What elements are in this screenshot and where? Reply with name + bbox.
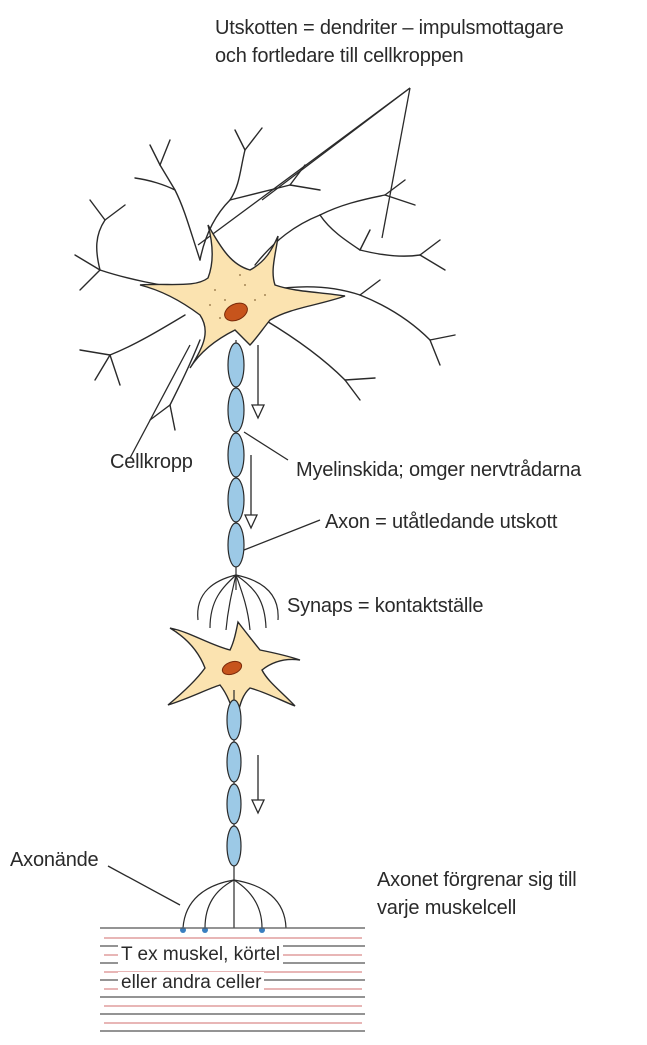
cellkropp-pointer-line	[130, 345, 190, 458]
branching-caption-line1: Axonet förgrenar sig till	[377, 868, 577, 892]
synapse-label: Synaps = kontaktställe	[287, 594, 483, 618]
axon-lower	[227, 690, 241, 880]
dendrites-caption-line2: och fortledare till cellkroppen	[215, 44, 463, 68]
axon-terminal-branches	[183, 880, 286, 928]
dendrites-caption-line1: Utskotten = dendriter – impulsmottagare	[215, 16, 564, 40]
target-tissue-label-line1: T ex muskel, körtel	[118, 944, 283, 967]
cell-body-label: Cellkropp	[110, 450, 193, 474]
myelin-label: Myelinskida; omger nervtrådarna	[296, 458, 581, 482]
axonande-pointer-line	[108, 866, 180, 905]
axon-upper	[228, 340, 244, 590]
axon-label: Axon = utåtledande utskott	[325, 510, 557, 534]
branching-caption-line2: varje muskelcell	[377, 896, 516, 920]
cell-body	[140, 225, 345, 368]
axon-pointer-line	[244, 520, 320, 550]
axon-end-label: Axonände	[10, 848, 98, 872]
target-tissue-label-line2: eller andra celler	[118, 972, 264, 995]
signal-arrows-upper	[245, 345, 264, 528]
signal-arrow-lower	[252, 755, 264, 813]
